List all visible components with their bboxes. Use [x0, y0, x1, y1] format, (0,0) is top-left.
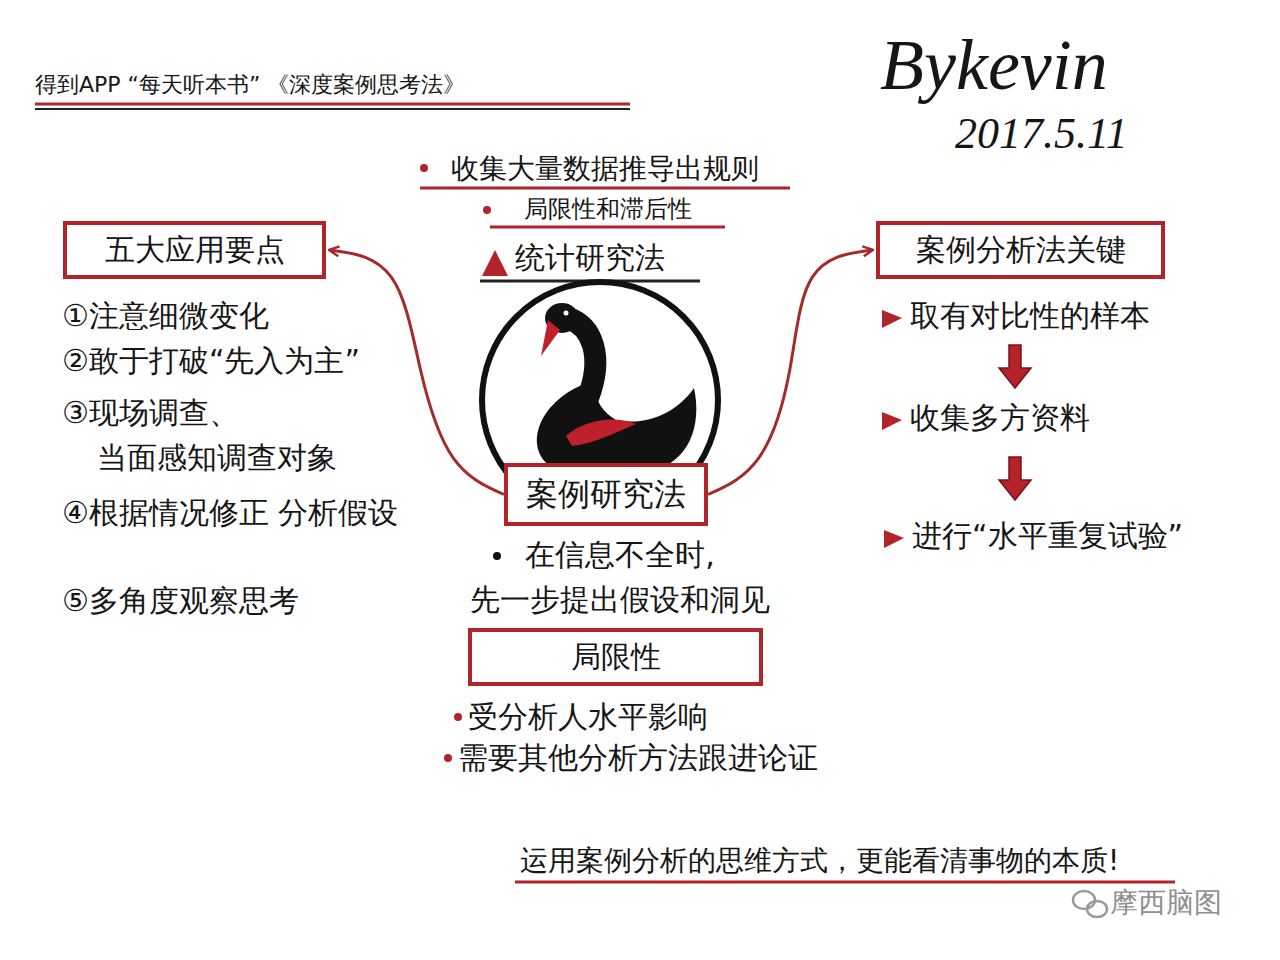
black-swan	[537, 303, 696, 472]
triangle-symbol	[482, 250, 508, 276]
note-underline	[420, 187, 790, 190]
bullet-dot	[483, 206, 491, 214]
caption: 运用案例分析的思维方式，更能看清事物的本质!	[520, 844, 1119, 878]
date: 2017.5.11	[955, 108, 1128, 161]
step-item: 进行“水平重复试验”	[912, 518, 1183, 554]
note: 局限性和滞后性	[524, 195, 692, 224]
bullet-dot	[454, 713, 462, 721]
title-underline	[35, 103, 630, 106]
title-underline	[35, 108, 630, 110]
title: 得到APP “每天听本书” 《深度案例思考法》	[35, 72, 465, 98]
step-item: 取有对比性的样本	[910, 298, 1150, 334]
limit-item: 需要其他分析方法跟进论证	[458, 740, 818, 776]
item-marker	[882, 412, 902, 430]
note: 在信息不全时, 先一步提出假设和洞见	[430, 532, 810, 622]
heading-box: 五大应用要点	[63, 221, 326, 279]
box-text: 五大应用要点	[105, 232, 285, 268]
bullet-dot	[493, 552, 501, 560]
list-item: ②敢于打破“先入为主”	[62, 343, 360, 379]
heading-box: 案例分析法关键	[876, 221, 1165, 279]
item-marker	[884, 530, 904, 548]
box-text: 局限性	[571, 639, 661, 675]
note-underline	[490, 226, 725, 229]
list-item: ④根据情况修正 分析假设	[62, 490, 407, 535]
down-arrow	[999, 345, 1031, 388]
step-item: 收集多方资料	[910, 400, 1090, 436]
list-item: ③现场调查、 当面感知调查对象	[62, 390, 407, 480]
bullet-dot	[420, 164, 428, 172]
heading-box: 局限性	[468, 628, 763, 686]
down-arrow	[999, 457, 1031, 500]
limit-item: 受分析人水平影响	[468, 699, 708, 735]
watermark: 摩西脑图	[1110, 886, 1222, 920]
box-text: 案例分析法关键	[916, 232, 1126, 268]
center-box: 案例研究法	[504, 463, 708, 526]
curved-arrow	[708, 250, 872, 495]
method-heading: 统计研究法	[515, 240, 665, 276]
signature: Bykevin	[880, 22, 1108, 108]
bullet-dot	[444, 754, 452, 762]
list-item: ⑤多角度观察思考	[62, 583, 299, 619]
item-marker	[882, 310, 902, 328]
watermark-icon	[1073, 891, 1107, 917]
box-text: 案例研究法	[526, 475, 686, 513]
note: 收集大量数据推导出规则	[451, 152, 759, 186]
list-item: ①注意细微变化	[62, 298, 269, 334]
caption-underline	[515, 881, 1175, 884]
